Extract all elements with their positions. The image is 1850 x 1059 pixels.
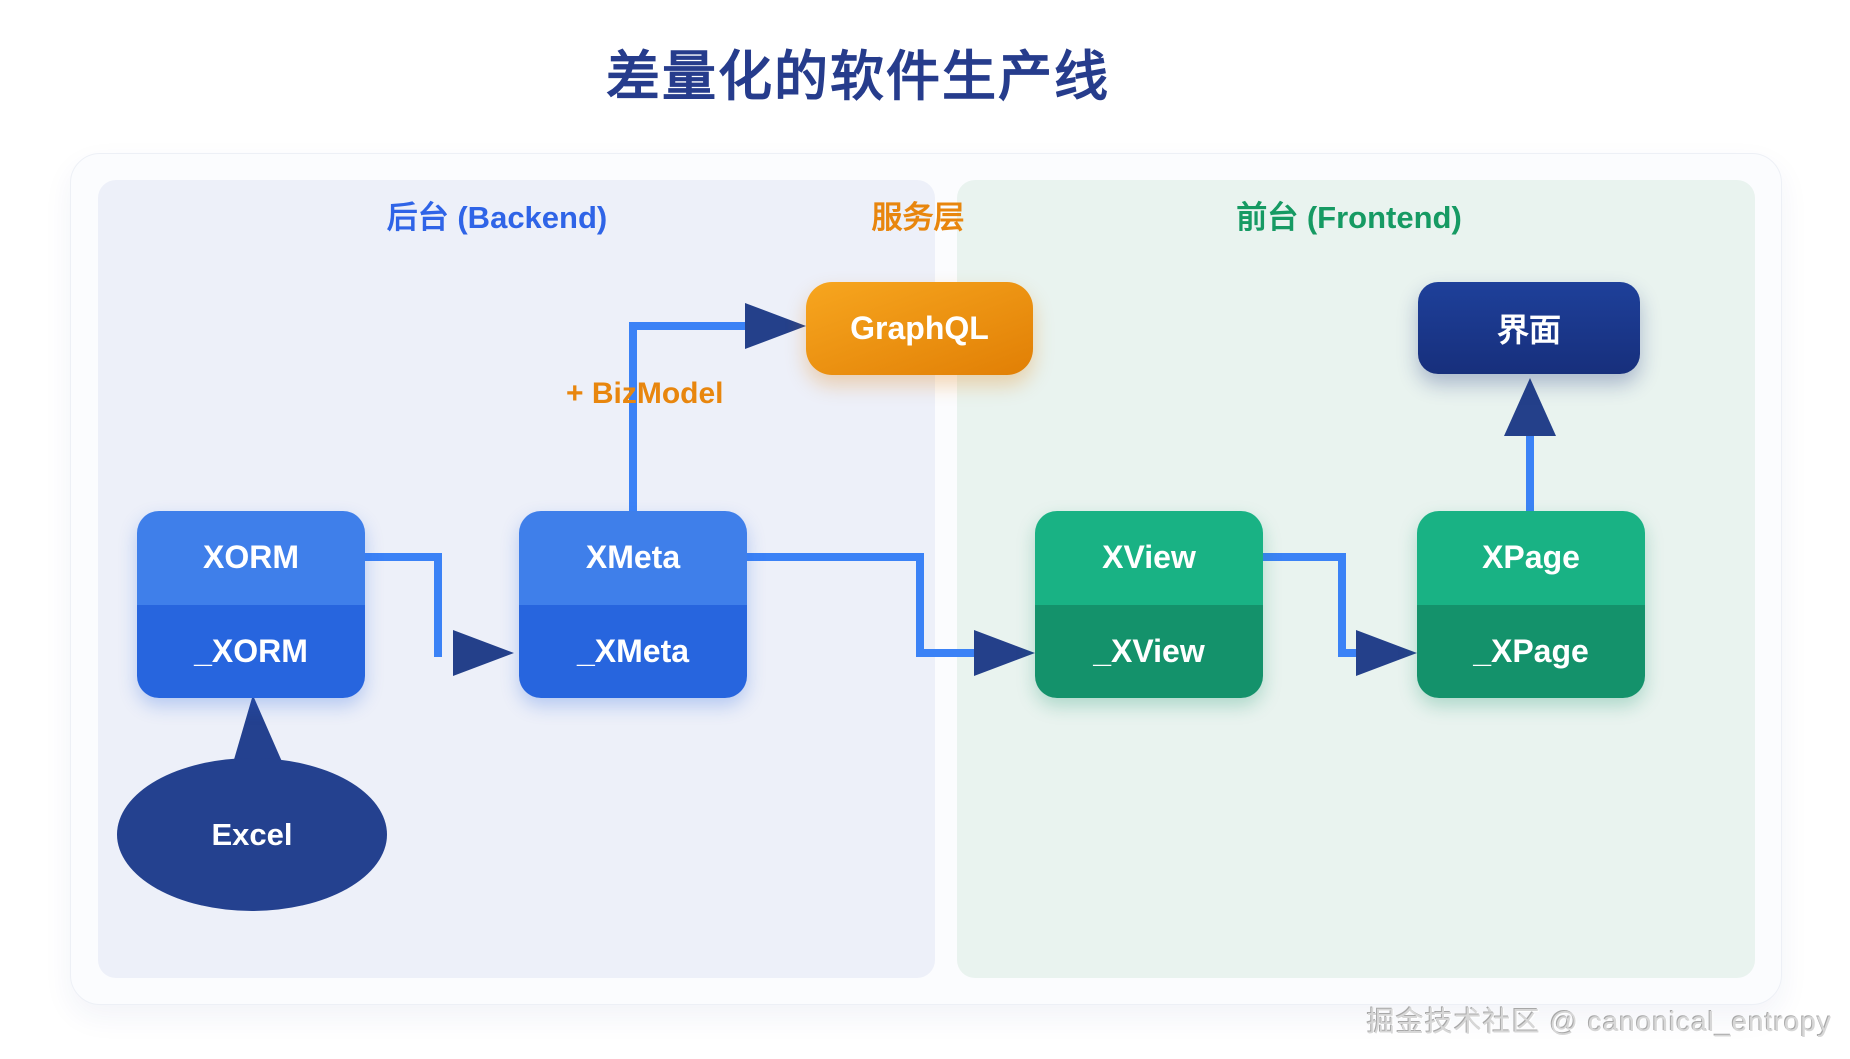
node-xview-bottom-label: _XView (1035, 604, 1263, 698)
arrowhead-into-ui-icon (1504, 378, 1556, 436)
connector-xorm-xmeta-h (365, 553, 442, 561)
node-xmeta: XMeta _XMeta (519, 511, 747, 698)
arrowhead-into-graphql-icon (745, 303, 806, 349)
node-xmeta-top-label: XMeta (519, 511, 747, 605)
connector-xmeta-xview-v (916, 553, 924, 657)
node-xorm-top-label: XORM (137, 511, 365, 605)
node-xpage-top-label: XPage (1417, 511, 1645, 605)
connector-xview-xpage-v (1338, 553, 1346, 657)
node-xorm: XORM _XORM (137, 511, 365, 698)
connector-xmeta-xview-stub (916, 649, 978, 657)
connector-xpage-ui-v (1526, 432, 1534, 511)
connector-xmeta-xview-h (747, 553, 924, 561)
arrowhead-into-xmeta-icon (453, 630, 514, 676)
node-graphql: GraphQL (806, 282, 1033, 375)
connector-xmeta-graphql-v (629, 326, 637, 511)
node-xpage: XPage _XPage (1417, 511, 1645, 698)
connector-xview-xpage-h (1263, 553, 1346, 561)
connector-xorm-xmeta-v (434, 553, 442, 657)
node-xorm-bottom-label: _XORM (137, 604, 365, 698)
frontend-zone-label: 前台 (Frontend) (1236, 200, 1462, 235)
node-excel-label: Excel (211, 816, 293, 852)
node-xpage-bottom-label: _XPage (1417, 604, 1645, 698)
node-xview-top-label: XView (1035, 511, 1263, 605)
page-title: 差量化的软件生产线 (606, 47, 1110, 107)
arrowhead-into-xpage-icon (1356, 630, 1417, 676)
node-ui: 界面 (1418, 282, 1640, 374)
node-excel: Excel (117, 758, 387, 911)
node-ui-label: 界面 (1496, 312, 1561, 348)
node-graphql-label: GraphQL (850, 310, 989, 346)
service-zone-label: 服务层 (871, 200, 965, 235)
node-xview: XView _XView (1035, 511, 1263, 698)
bizmodel-annotation: + BizModel (566, 377, 724, 410)
watermark-text: 掘金技术社区 @ canonical_entropy (1366, 1006, 1832, 1037)
backend-zone-label: 后台 (Backend) (386, 200, 608, 235)
node-xmeta-bottom-label: _XMeta (519, 604, 747, 698)
arrowhead-into-xview-icon (974, 630, 1035, 676)
connector-xmeta-graphql-h (629, 322, 746, 330)
connector-xview-xpage-stub (1338, 649, 1360, 657)
